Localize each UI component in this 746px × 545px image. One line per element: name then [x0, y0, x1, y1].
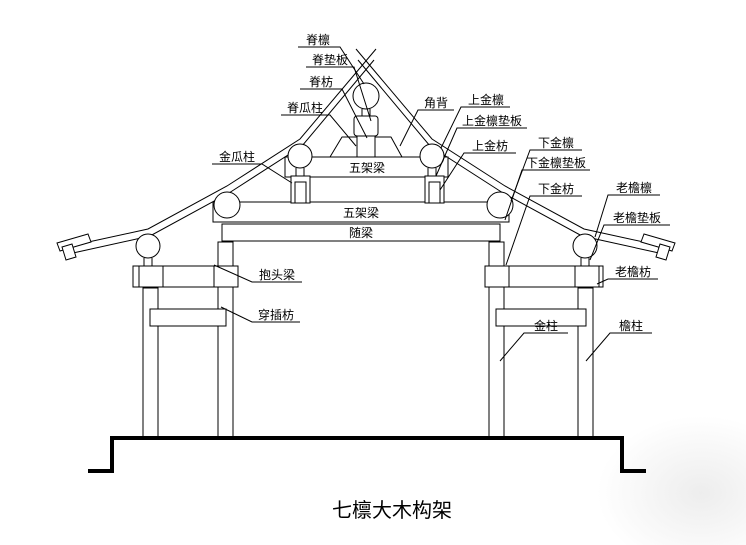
eave-board-label: 老檐垫板 — [613, 210, 661, 225]
gold-post-leader — [212, 163, 293, 184]
left-eave-purlin-circle — [135, 233, 161, 259]
follow-beam — [221, 223, 501, 242]
baotou-beam-leader — [213, 264, 302, 283]
eave-purlin-leader — [594, 194, 660, 238]
eave-column-label: 檐柱 — [619, 318, 643, 333]
upper-beam-label: 五架梁 — [349, 160, 385, 175]
ridge-post-shaft — [356, 135, 376, 158]
upper-gold-tie-leader — [439, 152, 516, 191]
right-eave-tie-box — [574, 265, 600, 288]
purlins — [135, 82, 598, 266]
eave-board-leader — [589, 224, 670, 261]
chuancha-tie-leader — [220, 306, 300, 323]
ridge-tie-leader — [300, 88, 368, 139]
annotations: 脊檩 脊垫板 脊枋 脊瓜柱 金瓜柱 角背 上金檩 上金檩垫板 上金枋 下金檩 下… — [212, 32, 670, 362]
fang-boxes — [138, 265, 600, 288]
left-gold-post-inner — [294, 181, 307, 204]
gold-column-leader — [499, 332, 568, 362]
right-lower-gold-tie-box — [484, 265, 510, 288]
right-upper-gold-purlin-circle — [419, 143, 445, 169]
ridge-purlin-leader — [298, 46, 365, 85]
right-eave-purlin-circle — [572, 233, 598, 259]
left-rafter-outer-line — [69, 48, 377, 247]
columns — [142, 241, 594, 439]
ridge-board-label: 脊垫板 — [312, 52, 348, 67]
gold-melon-posts — [290, 168, 445, 204]
right-gold-post-box — [424, 175, 445, 204]
main-beam-label: 五架梁 — [343, 205, 379, 220]
upper-gold-board-label: 上金檩垫板 — [462, 113, 522, 128]
drawing-title: 七檩大木构架 — [332, 498, 452, 522]
left-eave-tie-box — [138, 265, 164, 288]
gold-post-label: 金瓜柱 — [219, 149, 255, 164]
eave-tie-label: 老檐枋 — [615, 264, 651, 279]
left-lower-gold-tie-box — [213, 265, 239, 288]
right-rafter-end-cut — [655, 243, 671, 261]
upper-gold-purlin-leader — [440, 106, 510, 149]
left-gold-post-box — [290, 175, 311, 204]
ridge-purlin-circle — [352, 82, 380, 110]
follow-beam-label: 随梁 — [349, 225, 373, 240]
eave-purlin-label: 老檐檩 — [616, 180, 652, 195]
right-rafter-outer-line — [355, 48, 663, 247]
left-upper-gold-purlin-circle — [287, 143, 313, 169]
ridge-post-leader — [281, 114, 357, 147]
eave-tie-leader — [596, 278, 658, 285]
ridge-post-label: 脊瓜柱 — [287, 100, 323, 115]
corner-brace-label: 角背 — [424, 96, 448, 110]
left-chuancha-tie — [149, 308, 227, 327]
right-gold-post-inner — [428, 181, 441, 204]
upper-gold-board-leader — [435, 127, 527, 177]
lower-gold-tie-label: 下金枋 — [538, 181, 574, 196]
chuancha-tie-label: 穿插枋 — [258, 307, 294, 322]
lower-gold-board-label: 下金檩垫板 — [526, 155, 586, 170]
right-lower-gold-purlin-circle — [486, 191, 514, 219]
corner-brace-leader — [399, 109, 454, 147]
lower-gold-tie-leader — [505, 195, 582, 266]
upper-gold-purlin-label: 上金檩 — [468, 92, 504, 107]
lower-gold-purlin-label: 下金檩 — [538, 135, 574, 150]
baotou-beam-label: 抱头梁 — [259, 267, 295, 282]
beams — [132, 156, 604, 327]
upper-gold-tie-label: 上金枋 — [472, 138, 508, 153]
right-chuancha-tie — [495, 308, 587, 327]
ridge-tie-label: 脊枋 — [309, 74, 333, 89]
left-rafter-end-cut — [61, 243, 77, 261]
platform-outline — [88, 436, 646, 473]
eave-column-leader — [585, 332, 652, 362]
lower-gold-board-leader — [504, 169, 590, 221]
ridge-board-leader — [306, 66, 372, 122]
ridge-assembly — [329, 109, 403, 158]
left-lower-gold-purlin-circle — [213, 191, 241, 219]
ridge-purlin-label: 脊檩 — [306, 32, 330, 47]
gold-column-label: 金柱 — [534, 318, 558, 333]
